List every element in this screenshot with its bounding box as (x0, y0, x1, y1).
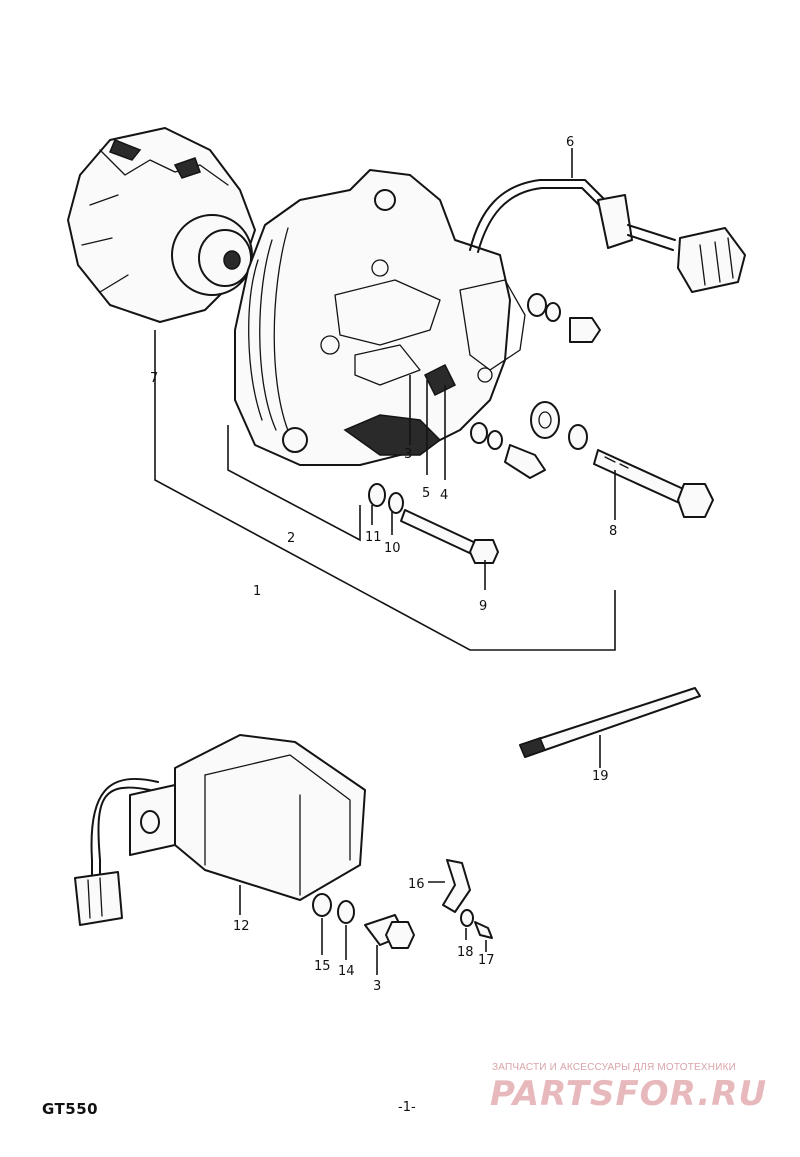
rotor-part (67, 127, 256, 323)
fasteners-upper (470, 293, 601, 479)
bolt-8-part (593, 449, 714, 518)
callout-3-lower: 3 (373, 979, 381, 994)
callout-15: 15 (314, 959, 331, 974)
strap-part (519, 687, 701, 758)
watermark-tagline: ЗАПЧАСТИ И АКСЕССУАРЫ ДЛЯ МОТОТЕХНИКИ (492, 1062, 737, 1073)
callout-labels: 6 7 3 5 4 8 2 11 10 1 9 19 16 12 18 17 1… (150, 135, 617, 994)
lead-wire-part (469, 179, 746, 293)
assembly-brackets (154, 330, 616, 651)
fasteners-lower (312, 859, 493, 949)
callout-12: 12 (233, 919, 250, 934)
stator-housing-part (234, 169, 526, 466)
washers-10-11 (368, 483, 404, 514)
callout-2: 2 (287, 531, 295, 546)
callout-1: 1 (253, 584, 261, 599)
callout-16: 16 (408, 877, 425, 892)
callout-5: 5 (422, 486, 430, 501)
callout-19: 19 (592, 769, 609, 784)
callout-18: 18 (457, 945, 474, 960)
callout-11: 11 (365, 530, 382, 545)
callout-8: 8 (609, 524, 617, 539)
callout-7: 7 (150, 371, 158, 386)
callout-10: 10 (384, 541, 401, 556)
regulator-part (74, 734, 366, 926)
callout-leaders (239, 148, 616, 975)
callout-6: 6 (566, 135, 574, 150)
page-number: -1- (398, 1100, 416, 1115)
callout-4: 4 (440, 488, 448, 503)
callout-9: 9 (479, 599, 487, 614)
callout-3-upper: 3 (404, 447, 412, 462)
watermark-brand: PARTSFOR.RU (490, 1074, 768, 1114)
callout-17: 17 (478, 953, 495, 968)
callout-14: 14 (338, 964, 355, 979)
model-code: GT550 (42, 1100, 99, 1118)
bolt-9-part (400, 509, 499, 564)
